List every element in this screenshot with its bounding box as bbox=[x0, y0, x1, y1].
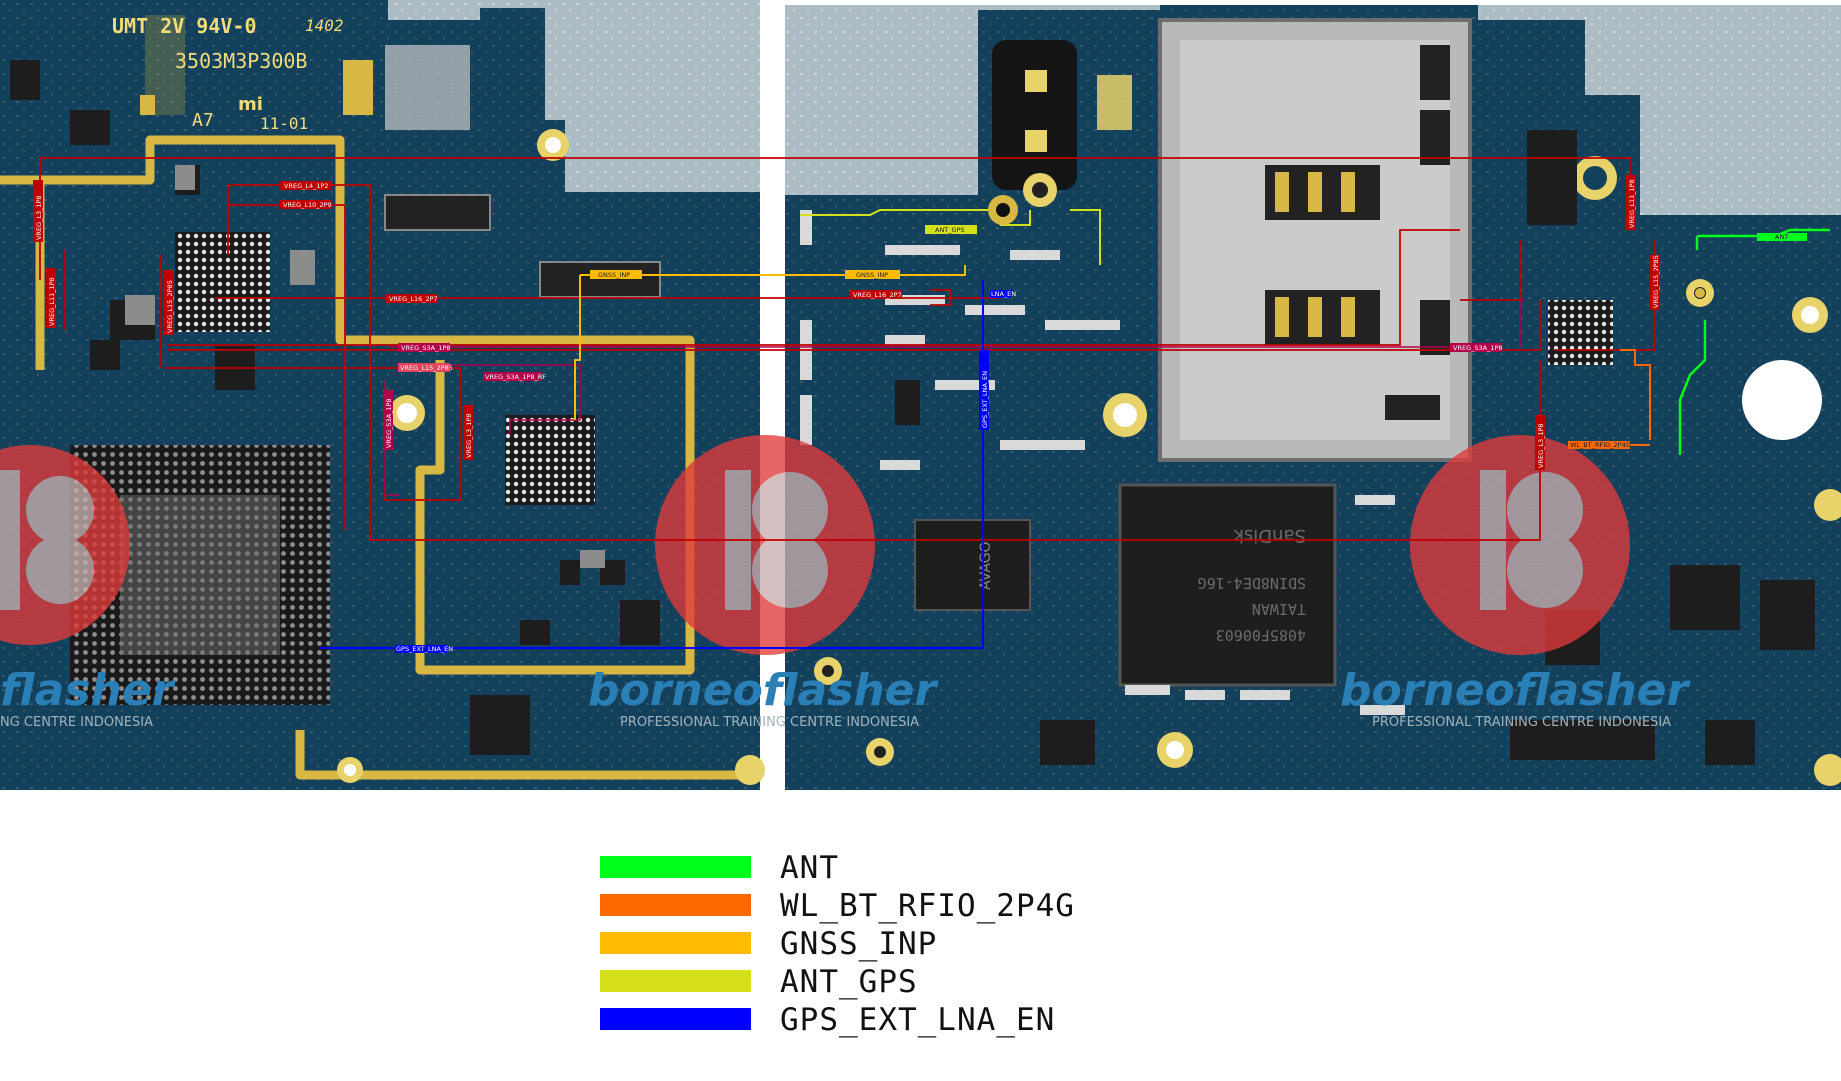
emmc-marking-4: 4085F00603 bbox=[1216, 626, 1306, 644]
net-label-ant: ANT bbox=[1775, 233, 1788, 241]
vlabel-gps-ext-lna-en: GPS_EXT_LNA_EN bbox=[981, 371, 989, 428]
legend-label-gnss-inp: GNSS_INP bbox=[780, 926, 938, 962]
silk-code-text: 1402 bbox=[305, 16, 344, 35]
legend-swatch-gps-ext-lna-en bbox=[600, 1008, 751, 1030]
net-label-ant-gps: ANT_GPS bbox=[935, 226, 965, 234]
legend-item-wl-bt-rfio: WL_BT_RFIO_2P4G bbox=[600, 888, 1200, 932]
vlabel-vreg-l3-left: VREG_L3_1P8 bbox=[465, 413, 473, 458]
net-label-vreg-s3a-rf: VREG_S3A_1P8_RF bbox=[485, 373, 546, 381]
net-label-vreg-l10: VREG_L10_2P9 bbox=[283, 201, 332, 209]
net-label-vreg-s3a: VREG_S3A_1P8 bbox=[401, 344, 451, 352]
silk-logo-text: mi bbox=[238, 94, 263, 115]
gnss-inp-trace bbox=[574, 265, 966, 420]
watermark-brand-right: borneoflasher bbox=[1340, 665, 1690, 716]
net-label-vreg-l4: VREG_L4_1P2 bbox=[284, 182, 329, 190]
legend-item-gnss-inp: GNSS_INP bbox=[600, 926, 1200, 970]
net-label-vreg-l15: VREG_L15_2P85 bbox=[400, 364, 453, 372]
net-label-vreg-l16: VREG_L16_2P7 bbox=[389, 295, 438, 303]
net-label-gnss-inp-right: GNSS_INP bbox=[856, 271, 888, 279]
legend-swatch-wl-bt-rfio bbox=[600, 894, 751, 916]
legend-swatch-ant-gps bbox=[600, 970, 751, 992]
legend-label-wl-bt-rfio: WL_BT_RFIO_2P4G bbox=[780, 888, 1075, 924]
legend-swatch-ant bbox=[600, 856, 751, 878]
pcb-left-board: UMT 2V 94V-0 1402 3503M3P300B A7 mi 11-0… bbox=[0, 0, 765, 790]
legend-label-ant: ANT bbox=[780, 850, 839, 886]
silk-part-text: 3503M3P300B bbox=[175, 49, 307, 73]
wifi-rf-connector-icon bbox=[1695, 288, 1705, 298]
vlabel-vreg-l15-right: VREG_L15_2P85 bbox=[1652, 255, 1660, 308]
watermark-brand-center: borneoflasher bbox=[588, 665, 938, 716]
watermark-logos bbox=[0, 435, 1630, 655]
net-labels: VREG_L4_1P2 VREG_L10_2P9 VREG_L16_2P7 VR… bbox=[280, 181, 1807, 653]
watermark-tagline-left: NG CENTRE INDONESIA bbox=[0, 715, 153, 730]
vlabel-vreg-l11-right: VREG_L11_1P8 bbox=[1628, 179, 1636, 228]
watermark-tagline-center: PROFESSIONAL TRAINING CENTRE INDONESIA bbox=[620, 715, 919, 730]
pa-chip-marking: AVAGO bbox=[978, 541, 994, 590]
vlabel-vreg-l15: VREG_L15_2P85 bbox=[166, 280, 174, 333]
vlabel-vreg-l3-right: VREG_L3_1P8 bbox=[1537, 423, 1545, 468]
emmc-marking-3: SanDisk bbox=[1233, 525, 1306, 546]
emmc-marking-1: SDIN8DE4-16G bbox=[1198, 574, 1306, 592]
vlabel-vreg-l3: VREG_L3_1P8 bbox=[35, 195, 43, 240]
net-label-wl-bt-rfio: WL_BT_RFIO_2P4G bbox=[1570, 441, 1631, 449]
silk-date-text: 11-01 bbox=[260, 114, 308, 133]
net-label-gnss-inp-left: GNSS_INP bbox=[598, 271, 630, 279]
watermark-brand-left: flasher bbox=[0, 665, 176, 716]
legend-item-ant: ANT bbox=[600, 850, 1200, 894]
vlabel-vreg-s3a: VREG_S3A_1P8 bbox=[385, 398, 393, 448]
legend-label-ant-gps: ANT_GPS bbox=[780, 964, 918, 1000]
net-label-gps-ext-lna-en: GPS_EXT_LNA_EN bbox=[396, 645, 453, 653]
net-color-legend: ANT WL_BT_RFIO_2P4G GNSS_INP ANT_GPS GPS… bbox=[600, 850, 1200, 1046]
net-labels-vertical: VREG_L3_1P8 VREG_L11_1P8 VREG_L15_2P85 V… bbox=[33, 175, 1660, 470]
silk-top-text: UMT 2V 94V-0 bbox=[112, 14, 257, 38]
legend-label-gps-ext-lna-en: GPS_EXT_LNA_EN bbox=[780, 1002, 1056, 1038]
legend-swatch-gnss-inp bbox=[600, 932, 751, 954]
net-label-vreg-s3a-right: VREG_S3A_1P8 bbox=[1453, 344, 1503, 352]
legend-item-ant-gps: ANT_GPS bbox=[600, 964, 1200, 1008]
silk-rev-text: A7 bbox=[192, 110, 214, 131]
watermark-tagline-right: PROFESSIONAL TRAINING CENTRE INDONESIA bbox=[1372, 715, 1671, 730]
net-label-vreg-l16-right: VREG_L16_2P7 bbox=[853, 291, 902, 299]
vlabel-vreg-l11: VREG_L11_1P8 bbox=[48, 277, 56, 326]
pcb-right-board: 4085F00603 TAIWAN SDIN8DE4-16G SanDisk A… bbox=[785, 5, 1841, 790]
net-label-lna: LNA_EN bbox=[991, 290, 1016, 298]
legend-item-gps-ext-lna-en: GPS_EXT_LNA_EN bbox=[600, 1002, 1200, 1046]
emmc-marking-2: TAIWAN bbox=[1252, 600, 1306, 618]
